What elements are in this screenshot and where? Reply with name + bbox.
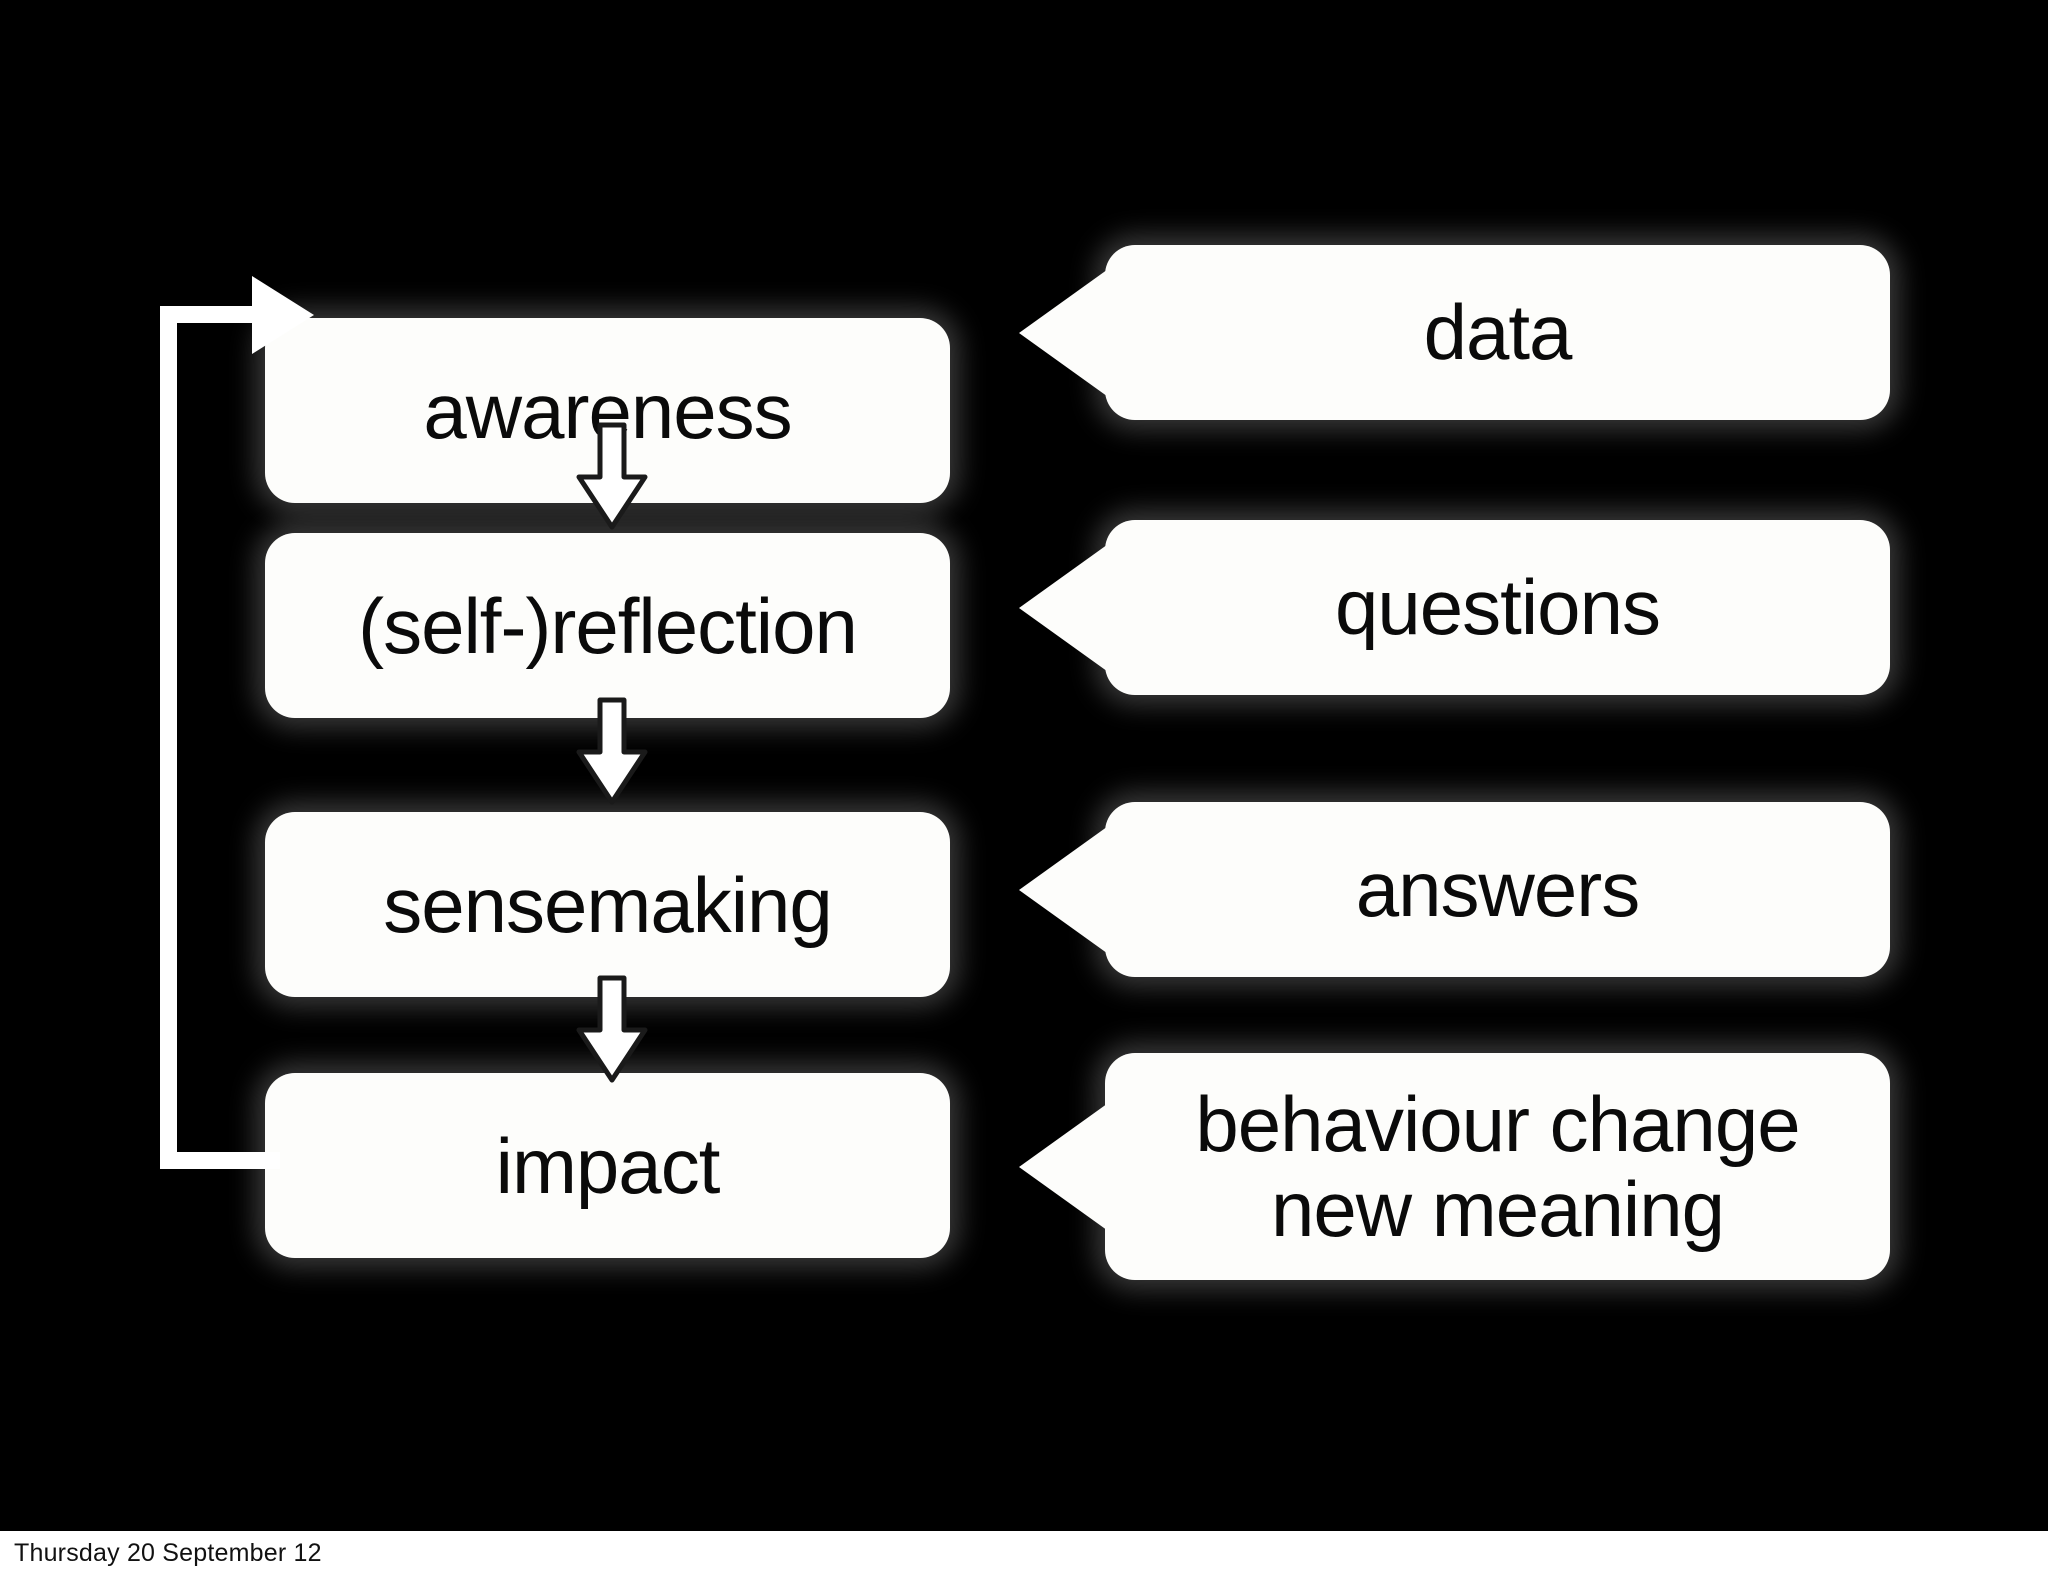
- callout-bubble: questions: [1105, 520, 1890, 695]
- callout-label: behaviour change new meaning: [1195, 1080, 1800, 1253]
- callout-tail-icon: [1019, 542, 1111, 674]
- callout-data[interactable]: data: [1019, 245, 1890, 420]
- process-box-self-reflection[interactable]: (self-)reflection: [265, 533, 950, 718]
- flow-arrow-down-icon: [575, 697, 649, 805]
- feedback-loop-vertical-segment: [160, 306, 177, 1169]
- feedback-loop-top-segment: [160, 306, 268, 323]
- slide-footer: Thursday 20 September 12: [0, 1531, 2048, 1576]
- process-box-sensemaking[interactable]: sensemaking: [265, 812, 950, 997]
- callout-bubble: data: [1105, 245, 1890, 420]
- feedback-loop-bottom-segment: [160, 1152, 280, 1169]
- process-box-label: sensemaking: [383, 860, 833, 949]
- callout-bubble: behaviour change new meaning: [1105, 1053, 1890, 1280]
- process-box-label: impact: [495, 1121, 721, 1210]
- callout-label: answers: [1355, 845, 1640, 934]
- process-box-label: (self-)reflection: [358, 581, 858, 670]
- flow-arrow-down-icon: [575, 975, 649, 1083]
- callout-tail-icon: [1019, 1101, 1111, 1233]
- callout-answers[interactable]: answers: [1019, 802, 1890, 977]
- slide-canvas: awareness (self-)reflection sensemaking …: [0, 0, 2048, 1531]
- callout-bubble: answers: [1105, 802, 1890, 977]
- callout-behaviour-change[interactable]: behaviour change new meaning: [1019, 1053, 1890, 1280]
- callout-label: data: [1423, 288, 1573, 377]
- process-box-impact[interactable]: impact: [265, 1073, 950, 1258]
- flow-arrow-down-icon: [575, 422, 649, 530]
- callout-questions[interactable]: questions: [1019, 520, 1890, 695]
- callout-tail-icon: [1019, 824, 1111, 956]
- callout-label: questions: [1335, 563, 1661, 652]
- footer-date: Thursday 20 September 12: [14, 1539, 322, 1567]
- callout-tail-icon: [1019, 267, 1111, 399]
